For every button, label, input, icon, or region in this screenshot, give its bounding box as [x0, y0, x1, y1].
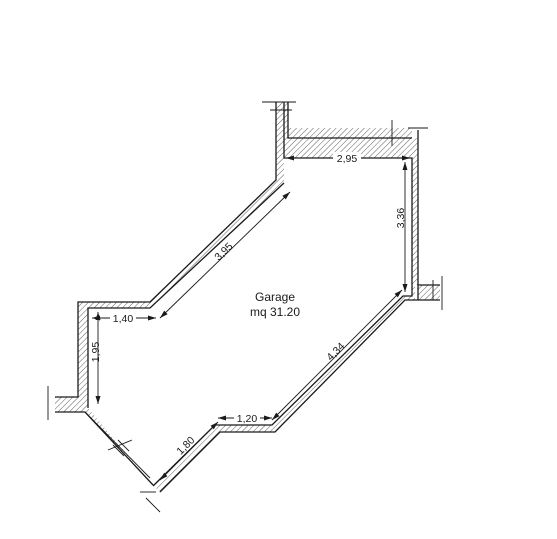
- dim-left-height: 1,95: [90, 312, 102, 404]
- dim-right-height-label: 3,36: [395, 208, 407, 229]
- wall-outer-outline: [55, 102, 440, 493]
- dim-top-width: 2,95: [286, 152, 410, 165]
- dim-left-height-label: 1,95: [90, 342, 102, 363]
- wall-end-ticks: [47, 101, 443, 513]
- dim-left-step-width: 1,40: [92, 312, 156, 325]
- room-area: mq 31.20: [250, 305, 300, 319]
- dim-bottom-diagonal: 1,80: [159, 421, 219, 481]
- dim-top-width-label: 2,95: [337, 153, 358, 165]
- dim-right-height: 3,36: [395, 162, 408, 292]
- dim-bottom-step-width-label: 1,20: [237, 413, 258, 425]
- section-marker: [84, 411, 151, 479]
- wall-hatch: [55, 102, 440, 492]
- dim-bottom-step-width: 1,20: [218, 412, 272, 425]
- room-label: Garage mq 31.20: [250, 290, 300, 319]
- dim-left-step-width-label: 1,40: [113, 313, 134, 325]
- room-name: Garage: [255, 290, 295, 304]
